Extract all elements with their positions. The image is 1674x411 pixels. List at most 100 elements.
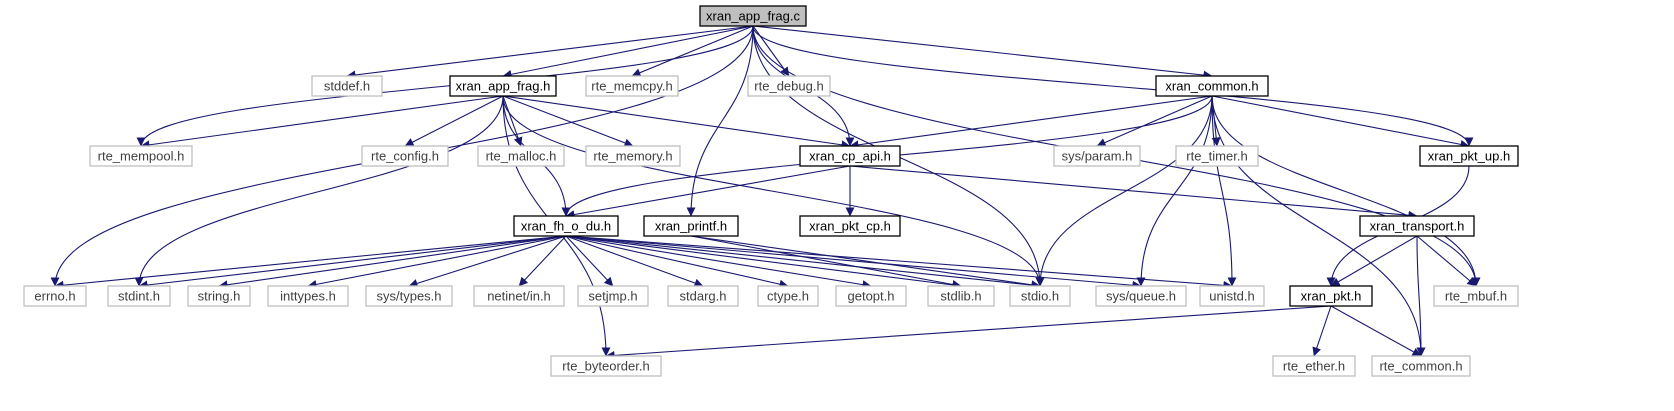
node-label: xran_pkt_cp.h bbox=[809, 219, 891, 234]
node-box bbox=[1009, 285, 1071, 307]
node-rte-byteorder-h: rte_byteorder.h bbox=[550, 355, 662, 377]
node-stdlib-h: stdlib.h bbox=[927, 285, 995, 307]
node-box bbox=[311, 75, 383, 97]
node-box bbox=[1272, 355, 1356, 377]
node-box bbox=[1199, 285, 1265, 307]
node-rte-config-h: rte_config.h bbox=[361, 145, 449, 167]
node-label: rte_debug.h bbox=[754, 79, 823, 94]
node-rte-mbuf-h: rte_mbuf.h bbox=[1433, 285, 1519, 307]
node-string-h: string.h bbox=[187, 285, 251, 307]
node-box bbox=[1053, 145, 1141, 167]
node-label: stdint.h bbox=[118, 289, 160, 304]
edge-layer bbox=[50, 25, 1481, 360]
node-xran-app-frag-h[interactable]: xran_app_frag.h bbox=[449, 75, 557, 97]
node-box bbox=[643, 215, 739, 237]
node-label: unistd.h bbox=[1209, 289, 1255, 304]
edge-xran-common-h-to-rte-common-h bbox=[1211, 95, 1426, 357]
node-box bbox=[1289, 285, 1373, 307]
node-box bbox=[577, 285, 649, 307]
node-getopt-h: getopt.h bbox=[835, 285, 907, 307]
node-box bbox=[1433, 285, 1519, 307]
node-box bbox=[550, 355, 662, 377]
node-label: xran_transport.h bbox=[1370, 219, 1465, 234]
edge-xran-app-frag-c-to-rte-memcpy-h bbox=[631, 25, 754, 77]
node-box bbox=[927, 285, 995, 307]
edge-xran-fh-o-du-h-to-netinet-in-h bbox=[518, 235, 567, 287]
edge-xran-fh-o-du-h-to-ctype-h bbox=[565, 235, 789, 289]
node-xran-common-h[interactable]: xran_common.h bbox=[1155, 75, 1269, 97]
node-rte-memcpy-h: rte_memcpy.h bbox=[585, 75, 679, 97]
node-label: errno.h bbox=[34, 289, 75, 304]
edge-xran-pkt-h-to-rte-common-h bbox=[1330, 305, 1422, 357]
node-box bbox=[23, 285, 87, 307]
node-box bbox=[585, 75, 679, 97]
node-netinet-in-h: netinet/in.h bbox=[473, 285, 565, 307]
edge-xran-fh-o-du-h-to-unistd-h bbox=[565, 235, 1233, 290]
node-label: stddef.h bbox=[324, 79, 370, 94]
edge-xran-common-h-to-xran-pkt-up-h bbox=[1211, 95, 1470, 149]
edge-xran-fh-o-du-h-to-stdio-h bbox=[565, 235, 1041, 290]
node-rte-ether-h: rte_ether.h bbox=[1272, 355, 1356, 377]
node-stdio-h: stdio.h bbox=[1009, 285, 1071, 307]
node-box bbox=[449, 75, 557, 97]
node-inttypes-h: inttypes.h bbox=[267, 285, 349, 307]
node-label: string.h bbox=[198, 289, 241, 304]
node-label: rte_ether.h bbox=[1283, 359, 1345, 374]
edge-xran-app-frag-c-to-stddef-h bbox=[346, 25, 754, 80]
node-box bbox=[187, 285, 251, 307]
edge-xran-common-h-to-sys-param-h bbox=[1096, 95, 1213, 147]
node-box bbox=[365, 285, 453, 307]
node-label: xran_common.h bbox=[1165, 79, 1258, 94]
edge-xran-app-frag-c-to-xran-printf-h bbox=[686, 25, 754, 217]
node-label: rte_byteorder.h bbox=[562, 359, 649, 374]
edge-xran-fh-o-du-h-to-stdlib-h bbox=[565, 235, 962, 290]
node-sys-types-h: sys/types.h bbox=[365, 285, 453, 307]
edge-xran-common-h-to-unistd-h bbox=[1211, 95, 1237, 287]
node-rte-mempool-h: rte_mempool.h bbox=[89, 145, 193, 167]
node-box bbox=[107, 285, 171, 307]
node-setjmp-h: setjmp.h bbox=[577, 285, 649, 307]
node-xran-fh-o-du-h[interactable]: xran_fh_o_du.h bbox=[513, 215, 619, 237]
edge-xran-fh-o-du-h-to-inttypes-h bbox=[307, 235, 567, 289]
edge-xran-fh-o-du-h-to-sys-types-h bbox=[408, 235, 567, 288]
node-label: rte_memory.h bbox=[593, 149, 672, 164]
edge-xran-app-frag-c-to-xran-app-frag-h bbox=[502, 25, 754, 79]
node-xran-pkt-h[interactable]: xran_pkt.h bbox=[1289, 285, 1373, 307]
node-box bbox=[799, 215, 901, 237]
node-label: rte_mempool.h bbox=[98, 149, 185, 164]
edge-xran-app-frag-c-to-rte-mempool-h bbox=[136, 25, 754, 147]
node-box bbox=[747, 75, 831, 97]
node-box bbox=[1419, 145, 1519, 167]
node-xran-cp-api-h[interactable]: xran_cp_api.h bbox=[799, 145, 901, 167]
node-label: stdlib.h bbox=[940, 289, 981, 304]
edge-xran-common-h-to-rte-mbuf-h bbox=[1211, 95, 1481, 287]
node-xran-app-frag-c[interactable]: xran_app_frag.c bbox=[699, 5, 807, 27]
edge-xran-app-frag-h-to-rte-malloc-h bbox=[502, 95, 523, 147]
node-xran-pkt-cp-h[interactable]: xran_pkt_cp.h bbox=[799, 215, 901, 237]
edge-xran-app-frag-h-to-stdint-h bbox=[134, 95, 504, 287]
edge-xran-printf-h-to-stdlib-h bbox=[690, 235, 962, 289]
node-label: netinet/in.h bbox=[487, 289, 551, 304]
node-xran-transport-h[interactable]: xran_transport.h bbox=[1359, 215, 1475, 237]
node-unistd-h: unistd.h bbox=[1199, 285, 1265, 307]
edge-xran-app-frag-h-to-xran-cp-api-h bbox=[502, 95, 851, 150]
edge-xran-fh-o-du-h-to-errno-h bbox=[54, 235, 567, 290]
node-box bbox=[585, 145, 681, 167]
node-box bbox=[1155, 75, 1269, 97]
edge-xran-printf-h-to-stdio-h bbox=[690, 235, 1041, 290]
node-xran-pkt-up-h[interactable]: xran_pkt_up.h bbox=[1419, 145, 1519, 167]
edge-xran-app-frag-h-to-rte-mempool-h bbox=[140, 95, 504, 150]
edge-xran-transport-h-to-rte-mbuf-h bbox=[1416, 235, 1477, 287]
node-label: rte_common.h bbox=[1379, 359, 1462, 374]
node-label: xran_cp_api.h bbox=[809, 149, 891, 164]
node-xran-printf-h[interactable]: xran_printf.h bbox=[643, 215, 739, 237]
node-stddef-h: stddef.h bbox=[311, 75, 383, 97]
node-label: stdarg.h bbox=[680, 289, 727, 304]
node-sys-queue-h: sys/queue.h bbox=[1095, 285, 1187, 307]
edge-xran-app-frag-c-to-xran-pkt-up-h bbox=[752, 25, 1474, 147]
node-label: sys/param.h bbox=[1062, 149, 1133, 164]
edge-xran-common-h-to-sys-queue-h bbox=[1136, 95, 1213, 287]
node-label: rte_malloc.h bbox=[486, 149, 557, 164]
node-rte-debug-h: rte_debug.h bbox=[747, 75, 831, 97]
node-sys-param-h: sys/param.h bbox=[1053, 145, 1141, 167]
